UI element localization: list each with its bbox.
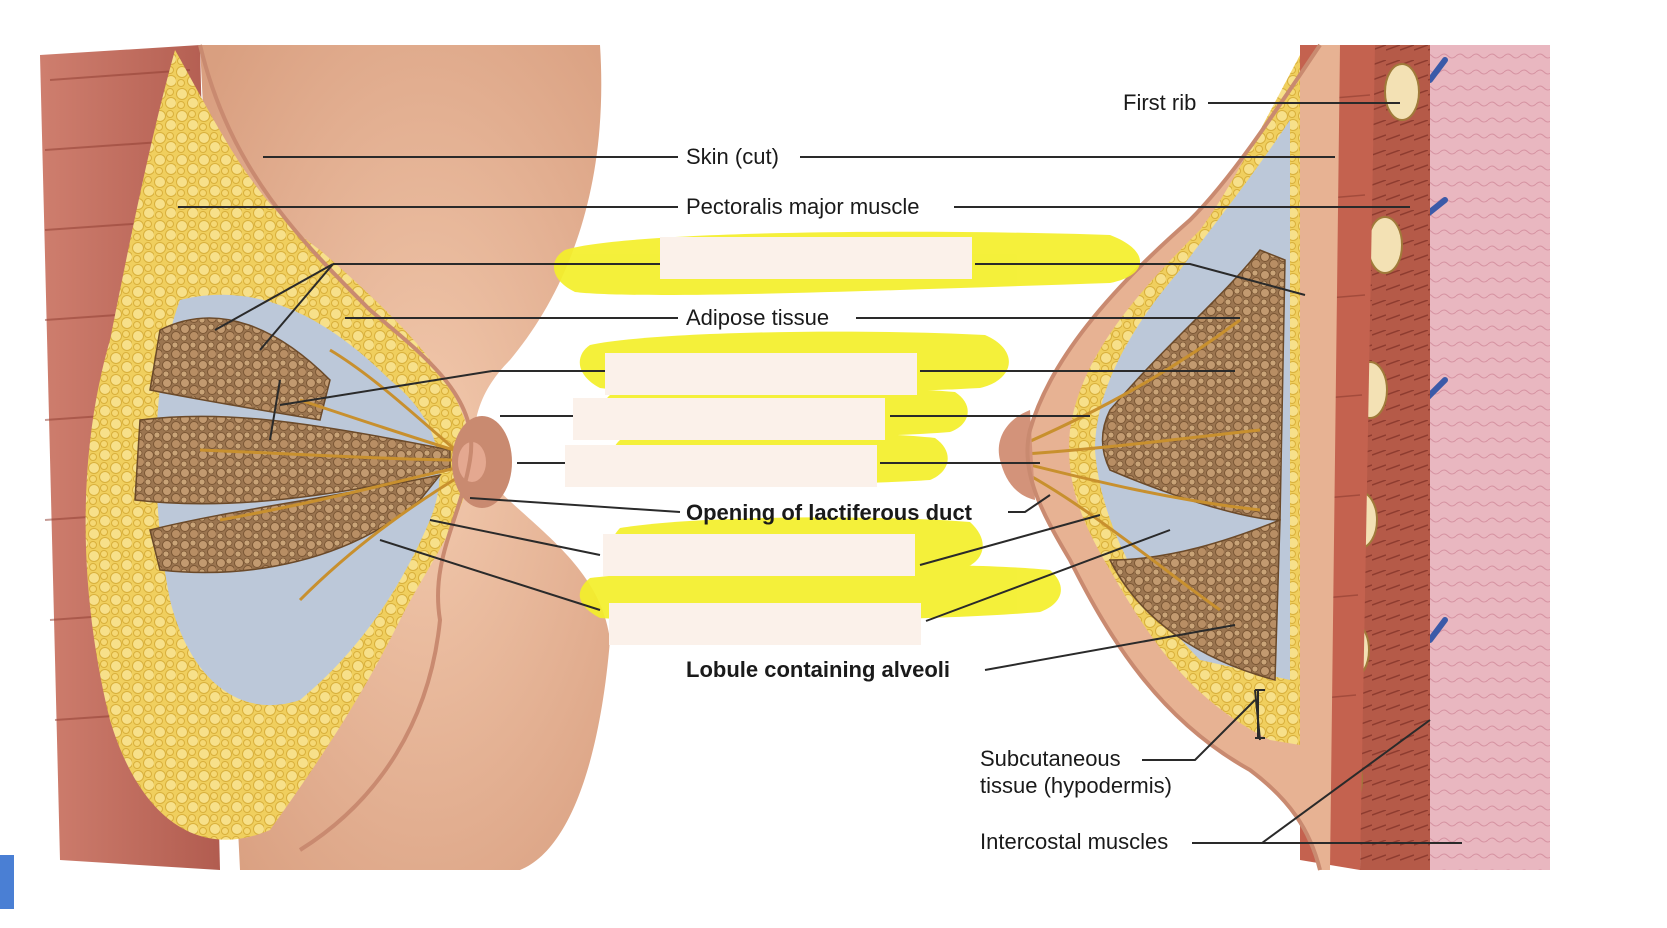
label-intercostal-muscles: Intercostal muscles: [980, 829, 1169, 854]
blank-label-4[interactable]: [565, 445, 877, 487]
left-breast-illustration: [40, 44, 610, 870]
label-subcutaneous-line2: tissue (hypodermis): [980, 773, 1172, 798]
blank-label-6[interactable]: [609, 603, 921, 645]
blank-label-3[interactable]: [573, 398, 885, 440]
blank-label-5[interactable]: [603, 534, 915, 576]
label-opening-lactiferous-duct: Opening of lactiferous duct: [686, 500, 973, 525]
label-subcutaneous-line1: Subcutaneous: [980, 746, 1121, 771]
blank-label-2[interactable]: [605, 353, 917, 395]
label-lobule-alveoli: Lobule containing alveoli: [686, 657, 951, 682]
leader-lines: [178, 102, 1462, 844]
label-skin-cut: Skin (cut): [686, 144, 779, 169]
blank-label-1[interactable]: [660, 237, 972, 279]
label-first-rib: First rib: [1123, 90, 1197, 115]
side-tab-marker[interactable]: [0, 855, 14, 909]
label-adipose-tissue: Adipose tissue: [686, 305, 830, 330]
label-pectoralis-major: Pectoralis major muscle: [686, 194, 920, 219]
